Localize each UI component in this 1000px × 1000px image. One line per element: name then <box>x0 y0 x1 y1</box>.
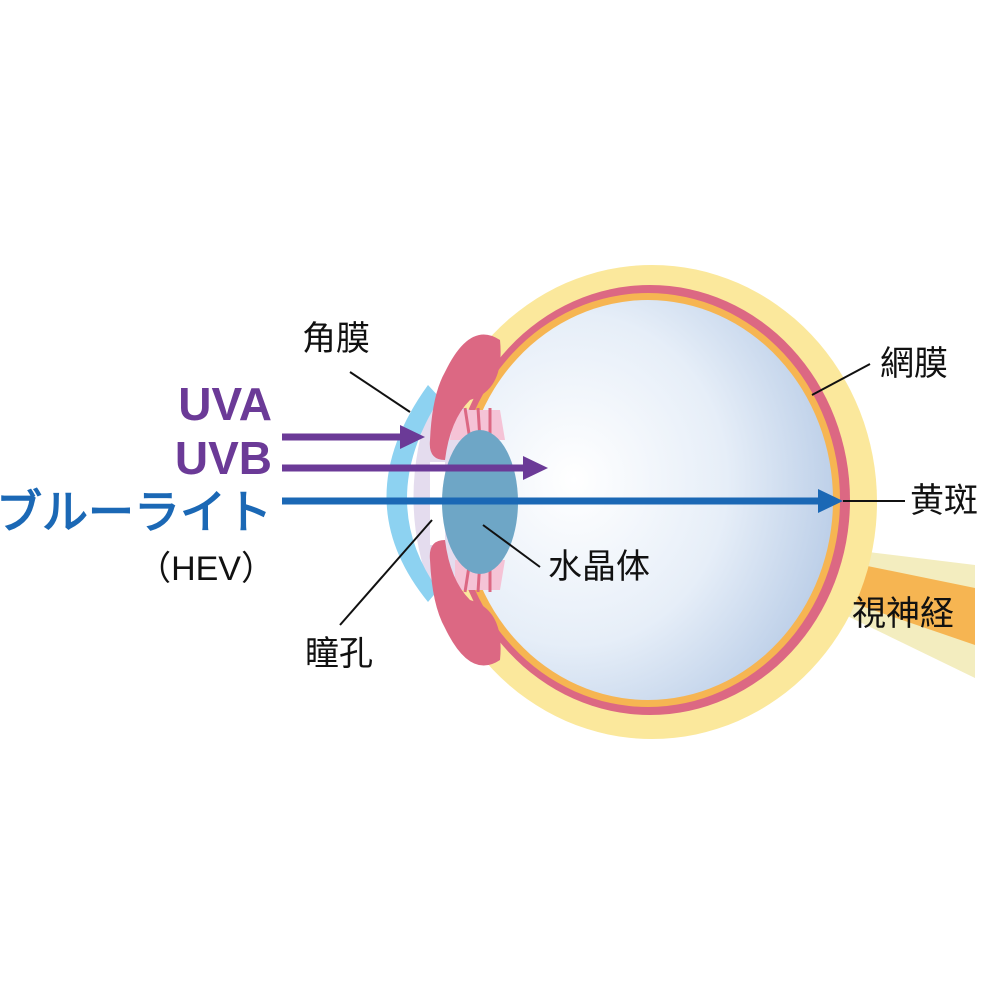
iris-top <box>429 334 501 460</box>
iris-bottom <box>429 540 501 666</box>
label-macula: 黄斑 <box>910 481 978 521</box>
label-lens: 水晶体 <box>548 547 650 587</box>
leader-lines <box>339 363 905 626</box>
uvb-arrow <box>282 456 548 480</box>
label-retina: 網膜 <box>880 344 948 384</box>
uva-arrow <box>282 425 425 449</box>
label-uva: UVA <box>178 378 272 430</box>
label-cornea: 角膜 <box>302 319 370 359</box>
optic-nerve <box>838 560 975 645</box>
label-uvb: UVB <box>175 432 272 484</box>
label-hev: （HEV） <box>137 550 275 588</box>
label-blue-light: ブルーライト <box>0 486 272 538</box>
blue-light-arrow <box>282 489 843 513</box>
label-pupil: 瞳孔 <box>305 634 373 674</box>
label-optic-nerve: 視神経 <box>852 594 954 634</box>
